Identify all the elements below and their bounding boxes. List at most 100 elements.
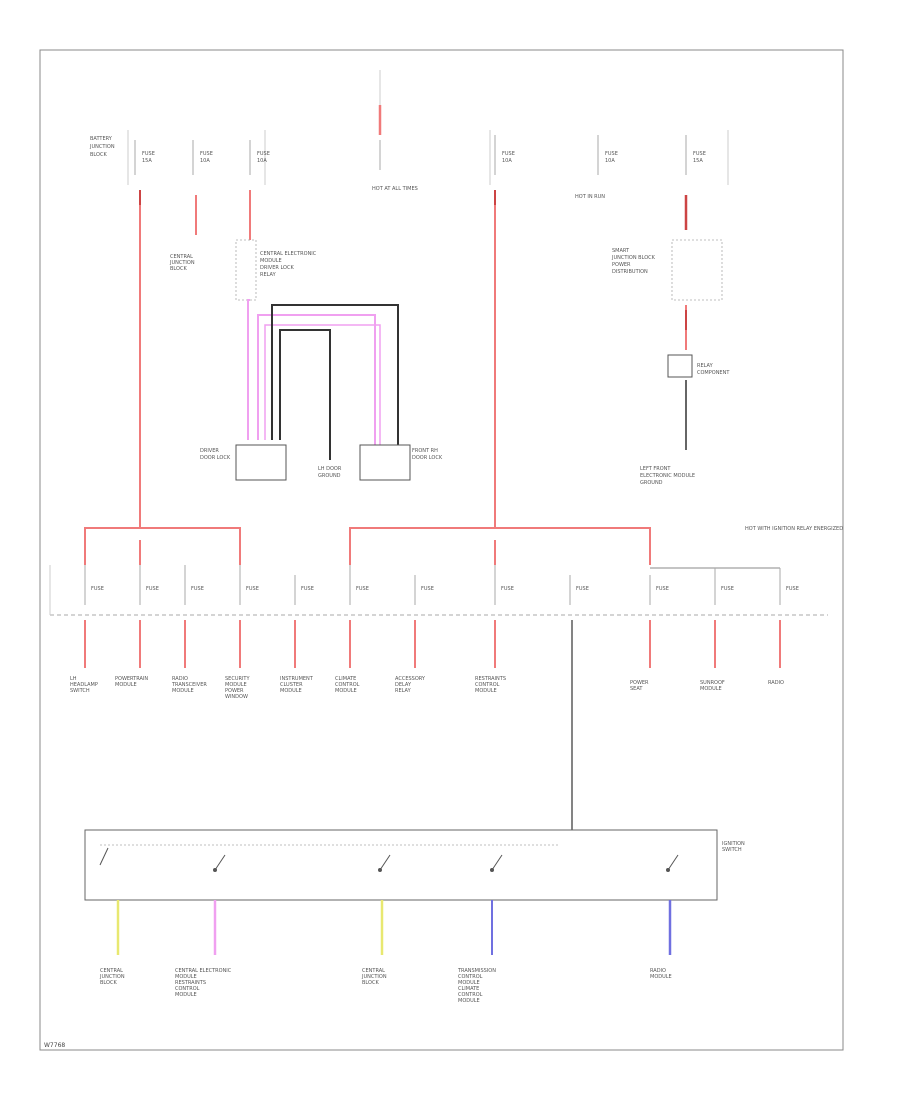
- bus-output-labels: LH HEADLAMP SWITCH POWERTRAIN MODULE RAD…: [70, 676, 784, 700]
- lin-module: [667, 354, 693, 378]
- right-door-lock-actuator: [359, 444, 411, 481]
- svg-text:MODULE: MODULE: [335, 688, 357, 694]
- svg-text:LEFT FRONT: LEFT FRONT: [640, 466, 671, 472]
- svg-text:CONTROL: CONTROL: [475, 682, 500, 688]
- svg-text:POWER: POWER: [612, 262, 631, 268]
- bottom-labels: CENTRAL JUNCTION BLOCK CENTRAL ELECTRONI…: [99, 968, 672, 1004]
- svg-text:DRIVER: DRIVER: [200, 448, 219, 454]
- svg-text:FUSE: FUSE: [200, 151, 213, 157]
- svg-text:CENTRAL: CENTRAL: [100, 968, 123, 974]
- svg-text:MODULE: MODULE: [115, 682, 137, 688]
- svg-text:FUSE: FUSE: [91, 586, 104, 592]
- svg-text:FUSE: FUSE: [421, 586, 434, 592]
- svg-text:10A: 10A: [200, 158, 210, 164]
- svg-text:FUSE: FUSE: [605, 151, 618, 157]
- right-module: SMART JUNCTION BLOCK POWER DISTRIBUTION …: [611, 195, 730, 486]
- svg-text:RELAY: RELAY: [260, 272, 277, 278]
- svg-text:CONTROL: CONTROL: [458, 992, 483, 998]
- svg-text:CONTROL: CONTROL: [458, 974, 483, 980]
- battery-source: HOT AT ALL TIMES: [372, 70, 418, 192]
- svg-text:FUSE: FUSE: [656, 586, 669, 592]
- top-label: HOT AT ALL TIMES: [372, 186, 418, 192]
- svg-text:POWERTRAIN: POWERTRAIN: [115, 676, 148, 682]
- svg-text:POWER: POWER: [225, 688, 244, 694]
- svg-text:RADIO: RADIO: [172, 676, 188, 682]
- svg-text:WINDOW: WINDOW: [225, 694, 248, 700]
- svg-text:CLUSTER: CLUSTER: [280, 682, 303, 688]
- svg-text:10A: 10A: [257, 158, 267, 164]
- svg-text:15A: 15A: [142, 158, 152, 164]
- svg-text:BLOCK: BLOCK: [90, 152, 107, 158]
- svg-text:INSTRUMENT: INSTRUMENT: [280, 676, 314, 682]
- svg-text:RADIO: RADIO: [650, 968, 666, 974]
- svg-text:FUSE: FUSE: [501, 586, 514, 592]
- svg-text:FRONT RH: FRONT RH: [412, 448, 438, 454]
- svg-text:FUSE: FUSE: [786, 586, 799, 592]
- svg-text:FUSE: FUSE: [146, 586, 159, 592]
- frame-code: W7768: [44, 1042, 65, 1049]
- svg-text:MODULE: MODULE: [458, 998, 480, 1004]
- svg-text:CONTROL: CONTROL: [175, 986, 200, 992]
- svg-text:JUNCTION: JUNCTION: [99, 974, 125, 980]
- svg-text:CENTRAL: CENTRAL: [170, 254, 193, 260]
- svg-text:GROUND: GROUND: [640, 480, 663, 486]
- svg-text:FUSE: FUSE: [576, 586, 589, 592]
- svg-text:RELAY: RELAY: [697, 363, 714, 369]
- svg-text:DOOR LOCK: DOOR LOCK: [412, 455, 443, 461]
- svg-text:MODULE: MODULE: [650, 974, 672, 980]
- svg-text:LH: LH: [70, 676, 77, 682]
- svg-text:FUSE: FUSE: [721, 586, 734, 592]
- svg-text:DELAY: DELAY: [395, 682, 412, 688]
- power-bus: HOT WITH IGNITION RELAY ENERGIZED: [49, 526, 843, 616]
- svg-text:MODULE: MODULE: [175, 992, 197, 998]
- svg-text:SWITCH: SWITCH: [70, 688, 90, 694]
- svg-text:SEAT: SEAT: [630, 686, 643, 692]
- svg-text:FUSE: FUSE: [246, 586, 259, 592]
- svg-text:CLIMATE: CLIMATE: [335, 676, 356, 682]
- svg-text:JUNCTION: JUNCTION: [169, 260, 195, 266]
- svg-text:FUSE: FUSE: [356, 586, 369, 592]
- fuse-group-top-left: BATTERY JUNCTION BLOCK FUSE 15A FUSE 10A…: [89, 130, 270, 185]
- svg-text:FUSE: FUSE: [142, 151, 155, 157]
- svg-text:MODULE: MODULE: [475, 688, 497, 694]
- svg-text:COMPONENT: COMPONENT: [697, 370, 730, 376]
- svg-text:CLIMATE: CLIMATE: [458, 986, 479, 992]
- svg-text:ELECTRONIC MODULE: ELECTRONIC MODULE: [640, 473, 695, 479]
- bus-fuses: FUSE FUSE FUSE FUSE FUSE FUSE FUSE FUSE …: [84, 540, 799, 605]
- svg-text:JUNCTION: JUNCTION: [361, 974, 387, 980]
- svg-text:FUSE: FUSE: [257, 151, 270, 157]
- svg-text:SMART: SMART: [612, 248, 630, 254]
- hot-run-label-1: HOT IN RUN: [575, 194, 605, 200]
- svg-text:15A: 15A: [693, 158, 703, 164]
- svg-text:DOOR LOCK: DOOR LOCK: [200, 455, 231, 461]
- svg-text:FUSE: FUSE: [693, 151, 706, 157]
- lock-actuator-wiring: DRIVER DOOR LOCK FRONT RH DOOR LOCK LH D…: [200, 299, 443, 481]
- svg-text:MODULE: MODULE: [458, 980, 480, 986]
- svg-text:CONTROL: CONTROL: [335, 682, 360, 688]
- switch-module-box: [84, 829, 718, 901]
- svg-text:SECURITY: SECURITY: [225, 676, 250, 682]
- svg-text:JUNCTION BLOCK: JUNCTION BLOCK: [611, 255, 656, 261]
- svg-text:BLOCK: BLOCK: [362, 980, 379, 986]
- svg-text:DISTRIBUTION: DISTRIBUTION: [612, 269, 648, 275]
- svg-text:JUNCTION: JUNCTION: [89, 144, 115, 150]
- svg-text:MODULE: MODULE: [700, 686, 722, 692]
- svg-text:10A: 10A: [605, 158, 615, 164]
- svg-text:BLOCK: BLOCK: [100, 980, 117, 986]
- left-door-lock-actuator: [235, 444, 287, 481]
- diagram-frame: [39, 49, 844, 1051]
- svg-text:CENTRAL ELECTRONIC: CENTRAL ELECTRONIC: [175, 968, 232, 974]
- svg-text:CENTRAL ELECTRONIC: CENTRAL ELECTRONIC: [260, 251, 317, 257]
- svg-text:TRANSMISSION: TRANSMISSION: [457, 968, 496, 974]
- svg-text:SUNROOF: SUNROOF: [700, 680, 725, 686]
- svg-text:TRANSCEIVER: TRANSCEIVER: [171, 682, 207, 688]
- svg-text:BLOCK: BLOCK: [170, 266, 187, 272]
- svg-text:RESTRAINTS: RESTRAINTS: [175, 980, 206, 986]
- svg-text:DRIVER LOCK: DRIVER LOCK: [260, 265, 294, 271]
- svg-text:MODULE: MODULE: [225, 682, 247, 688]
- svg-text:10A: 10A: [502, 158, 512, 164]
- svg-text:BATTERY: BATTERY: [90, 136, 113, 142]
- switch-contacts: [99, 847, 679, 872]
- svg-text:MODULE: MODULE: [172, 688, 194, 694]
